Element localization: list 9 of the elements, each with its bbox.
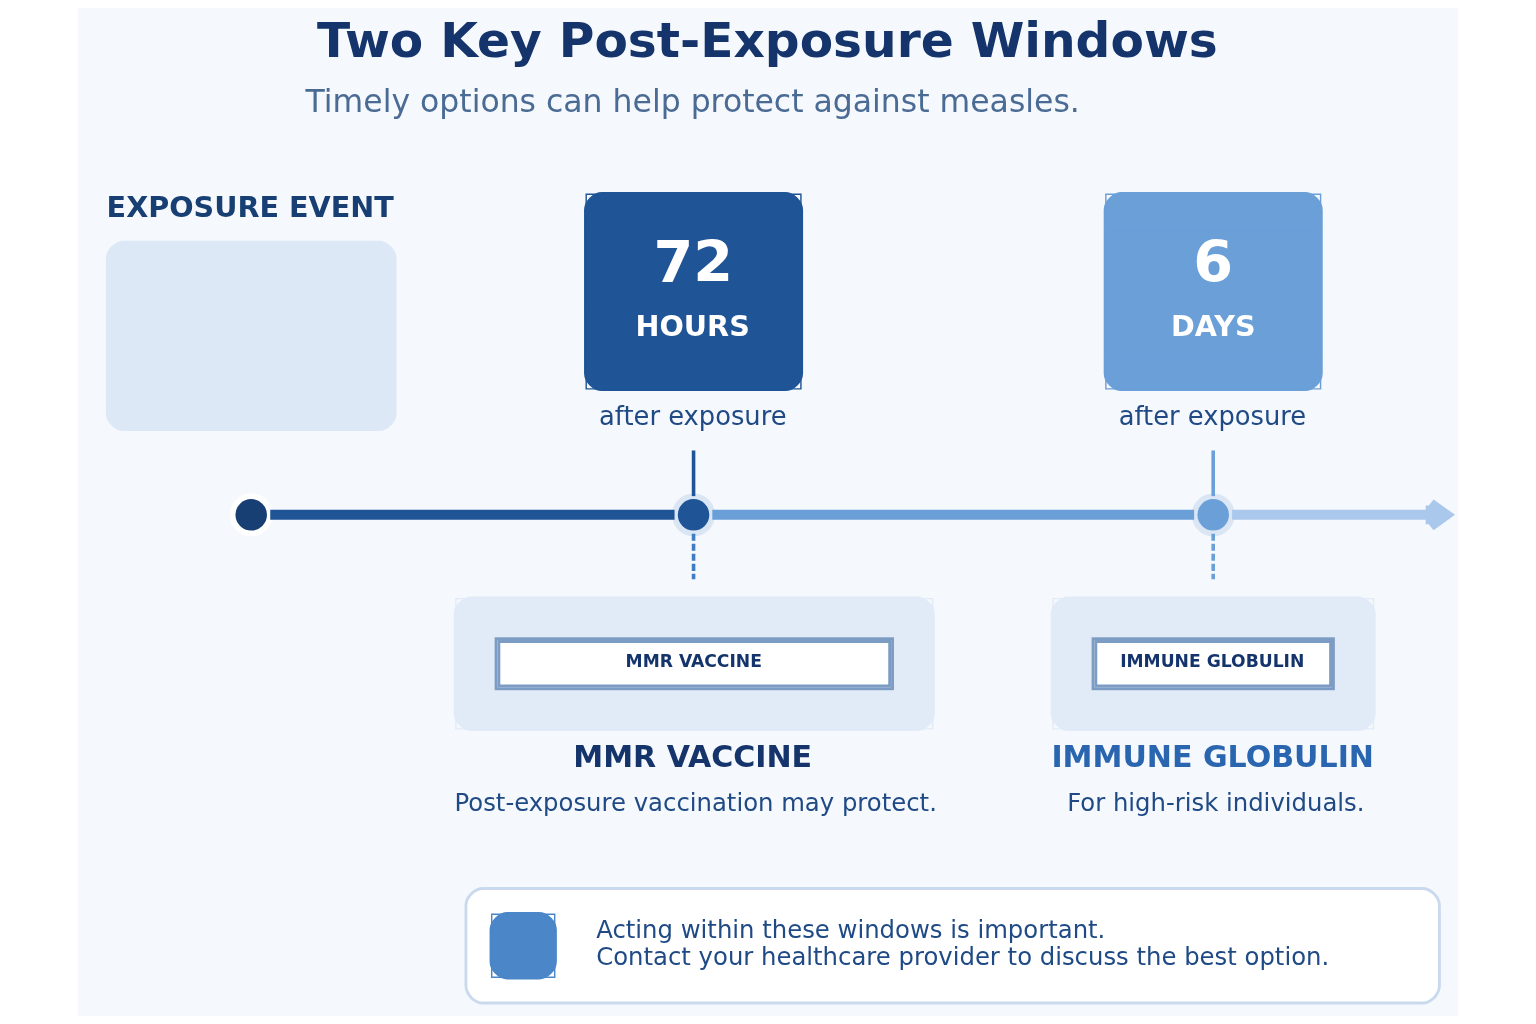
diagram-title: Two Key Post-Exposure Windows xyxy=(317,12,1218,69)
node-label: MMR VACCINE xyxy=(573,739,813,775)
node-label: EXPOSURE EVENT xyxy=(106,190,394,225)
node-label: For high-risk individuals. xyxy=(1067,788,1365,818)
node-label: IMMUNE GLOBULIN xyxy=(1051,739,1375,775)
node-label: after exposure xyxy=(599,401,787,432)
node-label: Post-exposure vaccination may protect. xyxy=(454,788,937,818)
label: Timely options can help protect against measles. xyxy=(305,83,1080,120)
node-label: after exposure xyxy=(1118,401,1307,432)
